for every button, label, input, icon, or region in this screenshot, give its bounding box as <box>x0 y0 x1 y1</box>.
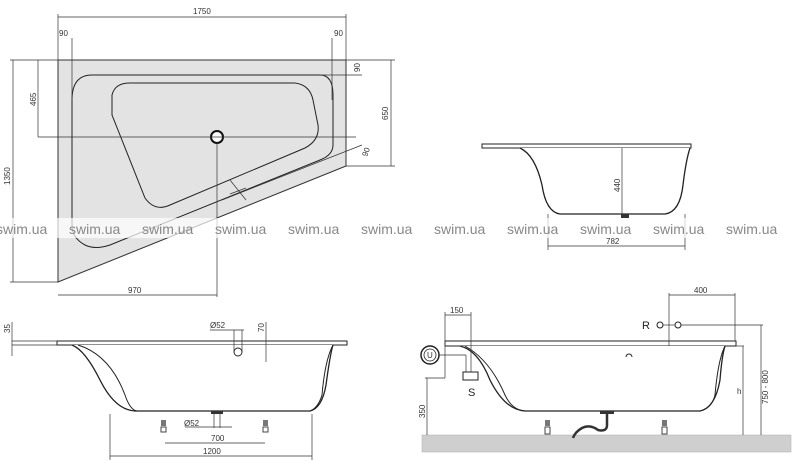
dim-rim-right: 90 <box>334 29 343 38</box>
dim-base-length: 1200 <box>203 447 221 456</box>
dim-end-bottom: 782 <box>606 237 620 246</box>
floor <box>421 434 792 453</box>
dim-drain-x: 970 <box>128 286 142 295</box>
foot-icon <box>544 420 551 435</box>
dim-rim-thickness: 35 <box>3 324 12 333</box>
dim-end-height: 440 <box>613 178 622 192</box>
dim-overflow-diameter: Ø52 <box>210 321 226 330</box>
installation-view: 150 U S 350 R 400 h 750 - 800 <box>418 286 792 453</box>
mixer-label: R <box>642 320 650 332</box>
side-section-view: 35 Ø52 70 Ø52 700 1200 <box>3 321 348 460</box>
dim-rim-diagonal: 90 <box>360 146 372 158</box>
tub-outline-top <box>57 59 347 283</box>
tub-body-side <box>71 344 334 412</box>
waste-label: S <box>468 387 475 399</box>
mixer-icon <box>656 321 664 329</box>
overflow-icon <box>233 347 243 357</box>
dim-depth-right: 650 <box>381 106 390 120</box>
foot-icon <box>160 420 167 433</box>
watermark-text: swim.ua <box>726 221 778 237</box>
watermark-text: swim.ua <box>580 221 632 237</box>
watermark-text: swim.ua <box>288 221 340 237</box>
watermark-text: swim.ua <box>361 221 413 237</box>
watermark-text: swim.ua <box>653 221 705 237</box>
foot-icon <box>661 420 668 435</box>
foot-icon <box>262 420 269 433</box>
basin-floor <box>111 82 319 208</box>
dim-rim-top: 90 <box>353 63 362 72</box>
watermark-text: swim.ua <box>507 221 559 237</box>
outlet-label: U <box>427 351 433 360</box>
dim-mixer-offset: 400 <box>694 286 708 295</box>
inner-rim <box>71 74 334 248</box>
dim-drain-diameter: Ø52 <box>184 419 200 428</box>
dim-total-width: 1750 <box>193 7 211 16</box>
waste-fitting <box>462 371 479 381</box>
watermark-text: swim.ua <box>69 221 121 237</box>
dim-overflow-height: 70 <box>257 323 266 332</box>
watermark-text: swim.ua <box>0 221 48 237</box>
siphon-icon <box>571 414 609 439</box>
watermark-text: swim.ua <box>142 221 194 237</box>
mixer-icon <box>674 321 682 329</box>
dim-feet-spacing: 700 <box>211 434 225 443</box>
dim-outlet-height: 350 <box>418 404 427 418</box>
dim-tub-height: h <box>737 387 741 396</box>
tub-body-install <box>459 345 726 412</box>
watermark-text: swim.ua <box>215 221 267 237</box>
tub-body-end <box>519 147 691 215</box>
dim-depth-total: 1350 <box>3 167 12 185</box>
dim-mixer-height: 750 - 800 <box>761 370 770 404</box>
dim-spout-offset: 150 <box>450 306 464 315</box>
watermark-text: swim.ua <box>434 221 486 237</box>
top-view: 1750 90 90 90 650 1350 465 970 90 <box>3 7 395 297</box>
dim-rim-left: 90 <box>59 29 68 38</box>
dim-drain-y: 465 <box>29 92 38 106</box>
watermark-band: swim.ua swim.ua swim.ua swim.ua swim.ua … <box>0 218 800 238</box>
end-section-view: 440 782 <box>481 143 692 250</box>
